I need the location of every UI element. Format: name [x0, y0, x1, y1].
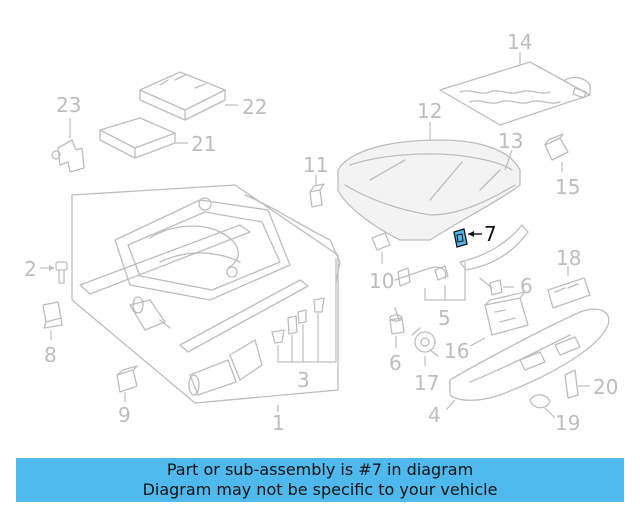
bolt-part-6-lower [389, 307, 405, 335]
module-part-16 [484, 291, 529, 336]
harness-part-5 [394, 265, 449, 287]
motor-part [188, 339, 263, 396]
callout-23: 23 [56, 93, 81, 117]
callout-5: 5 [438, 306, 451, 330]
seat-frame-part [79, 194, 341, 353]
switch-part-17 [411, 327, 439, 357]
info-banner: Part or sub-assembly is #7 in diagram Di… [16, 458, 624, 502]
callout-6-lower: 6 [389, 351, 402, 375]
bolt-part-6-right [479, 277, 503, 296]
callout-3: 3 [297, 368, 310, 392]
callout-6-right: 6 [520, 274, 533, 298]
callout-4: 4 [428, 403, 441, 427]
callout-1: 1 [272, 411, 285, 435]
callout-11: 11 [303, 153, 328, 177]
callout-16: 16 [444, 339, 469, 363]
bracket-part-23 [51, 139, 85, 173]
module-part-22 [139, 71, 226, 121]
trim-part-10 [371, 232, 391, 251]
bracket-part-9 [116, 365, 138, 393]
callout-18: 18 [556, 246, 581, 270]
callout-12: 12 [417, 99, 442, 123]
leader-3 [277, 258, 337, 363]
fasteners-part-3 [271, 297, 325, 344]
callout-19: 19 [555, 411, 580, 435]
callout-10: 10 [369, 269, 394, 293]
frame-boundary [71, 184, 339, 404]
clip-part-8 [42, 301, 63, 329]
cable-part [459, 224, 529, 271]
callout-7: 7 [484, 222, 497, 246]
bolt-part-2 [55, 261, 68, 284]
heater-pad-part-14 [439, 61, 591, 126]
actuator-part [129, 296, 171, 331]
side-shield-part-4 [449, 308, 610, 401]
callout-14: 14 [507, 30, 532, 54]
module-part-21 [99, 117, 176, 159]
callout-13: 13 [498, 129, 523, 153]
callout-20: 20 [593, 375, 618, 399]
seat-cushion-part-12 [337, 139, 521, 241]
leader-13 [504, 149, 513, 171]
callout-15: 15 [555, 175, 580, 199]
knob-part-19 [529, 394, 551, 409]
switch-part-18 [547, 277, 591, 309]
connector-part-15 [544, 133, 569, 161]
callout-2: 2 [24, 257, 37, 281]
callout-17: 17 [414, 371, 439, 395]
callout-8: 8 [44, 343, 57, 367]
clip-part-11 [309, 183, 325, 208]
callout-22: 22 [242, 95, 267, 119]
banner-line-2: Diagram may not be specific to your vehi… [142, 480, 498, 499]
callout-9: 9 [118, 403, 131, 427]
knob-part-20 [564, 369, 579, 399]
highlighted-part-7 [453, 228, 468, 248]
parts-diagram: 1 2 3 4 5 6 6 7 8 9 10 11 12 13 14 15 16… [24, 30, 618, 435]
banner-line-1: Part or sub-assembly is #7 in diagram [166, 460, 474, 479]
callout-21: 21 [191, 132, 216, 156]
